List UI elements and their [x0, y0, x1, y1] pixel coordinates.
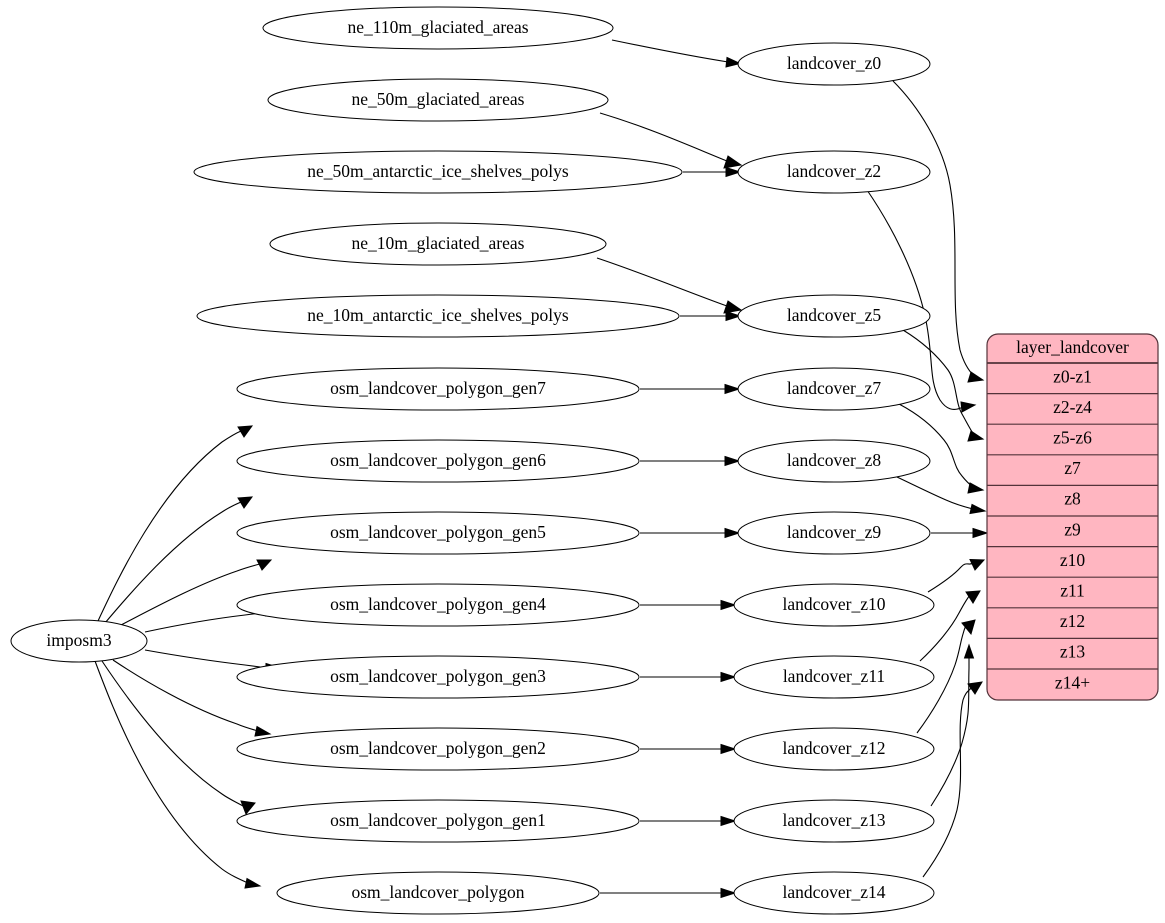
node-ne-10m-glaciated-areas[interactable]: ne_10m_glaciated_areas — [269, 222, 607, 266]
edge-gen6-to-z8 — [640, 455, 741, 467]
edge-imposm3-to-gen5 — [118, 559, 273, 627]
edge-layer — [94, 39, 989, 899]
node-landcover-z7[interactable]: landcover_z7 — [737, 367, 931, 411]
edge-gen4-to-z10 — [640, 599, 737, 611]
edge-z5-to-row-z5z6 — [902, 329, 985, 442]
node-osm-landcover-polygon-gen3[interactable]: osm_landcover_polygon_gen3 — [236, 655, 640, 699]
edge-z7-to-row-z7 — [898, 403, 985, 494]
edge-z14-to-row-z14plus — [922, 681, 983, 878]
node-ne-50m-antarctic-ice-shelves-polys[interactable]: ne_50m_antarctic_ice_shelves_polys — [193, 150, 683, 194]
node-landcover-z0[interactable]: landcover_z0 — [737, 42, 931, 86]
edge-ne50ant-to-z2 — [683, 166, 742, 178]
node-ne-110m-glaciated-areas[interactable]: ne_110m_glaciated_areas — [262, 6, 614, 50]
edge-z2-to-row-z2z4 — [866, 189, 977, 413]
edge-z0-to-row-z0z1 — [892, 80, 985, 383]
edge-imposm3-to-gen6 — [104, 496, 254, 624]
node-landcover-z13[interactable]: landcover_z13 — [733, 799, 935, 843]
node-landcover-z10[interactable]: landcover_z10 — [733, 583, 935, 627]
edge-gen5-to-z9 — [640, 527, 741, 539]
edge-z8-to-row-z8 — [896, 476, 987, 515]
edge-gen7-to-z7 — [640, 383, 741, 395]
node-ne-10m-antarctic-ice-shelves-polys[interactable]: ne_10m_antarctic_ice_shelves_polys — [196, 294, 680, 338]
node-landcover-z9[interactable]: landcover_z9 — [737, 511, 931, 555]
node-osm-landcover-polygon-gen4[interactable]: osm_landcover_polygon_gen4 — [236, 583, 640, 627]
node-osm-landcover-polygon-gen1[interactable]: osm_landcover_polygon_gen1 — [236, 799, 640, 843]
node-osm-landcover-polygon[interactable]: osm_landcover_polygon — [276, 871, 600, 915]
edge-z11-to-row-z11 — [919, 590, 981, 662]
layer-landcover-table[interactable]: layer_landcover z0-z1 z2-z4 z5-z6 z7 z8 … — [986, 333, 1159, 701]
node-osm-landcover-polygon-gen6[interactable]: osm_landcover_polygon_gen6 — [236, 439, 640, 483]
edge-gen1-to-z13 — [640, 815, 737, 827]
edge-ne50glac-to-z2 — [599, 112, 743, 169]
node-ne-50m-glaciated-areas[interactable]: ne_50m_glaciated_areas — [267, 78, 609, 122]
edge-imposm3-to-gen1 — [101, 660, 256, 815]
edge-ne110-to-z0 — [611, 39, 742, 68]
node-osm-landcover-polygon-gen2[interactable]: osm_landcover_polygon_gen2 — [236, 727, 640, 771]
edge-osmpoly-to-z14 — [600, 887, 737, 899]
node-landcover-z2[interactable]: landcover_z2 — [737, 150, 931, 194]
edge-gen2-to-z12 — [640, 743, 737, 755]
node-osm-landcover-polygon-gen7[interactable]: osm_landcover_polygon_gen7 — [236, 367, 640, 411]
edge-imposm3-to-gen2 — [112, 659, 272, 737]
edge-gen3-to-z11 — [640, 671, 737, 683]
edge-imposm3-to-osmpoly — [94, 660, 262, 889]
edge-imposm3-to-gen7 — [97, 425, 254, 622]
node-landcover-z14[interactable]: landcover_z14 — [733, 871, 935, 915]
edge-z9-to-row-z9 — [931, 527, 989, 539]
edge-z12-to-row-z12 — [916, 619, 976, 734]
node-landcover-z8[interactable]: landcover_z8 — [737, 439, 931, 483]
node-landcover-z12[interactable]: landcover_z12 — [733, 727, 935, 771]
node-landcover-z5[interactable]: landcover_z5 — [737, 294, 931, 338]
edge-z13-to-row-z13 — [930, 643, 975, 807]
node-landcover-z11[interactable]: landcover_z11 — [733, 655, 935, 699]
edge-z10-to-row-z10 — [927, 558, 986, 593]
edge-ne10glac-to-z5 — [596, 257, 743, 314]
node-osm-landcover-polygon-gen5[interactable]: osm_landcover_polygon_gen5 — [236, 511, 640, 555]
node-imposm3[interactable]: imposm3 — [10, 619, 148, 663]
edge-ne10ant-to-z5 — [680, 310, 742, 322]
